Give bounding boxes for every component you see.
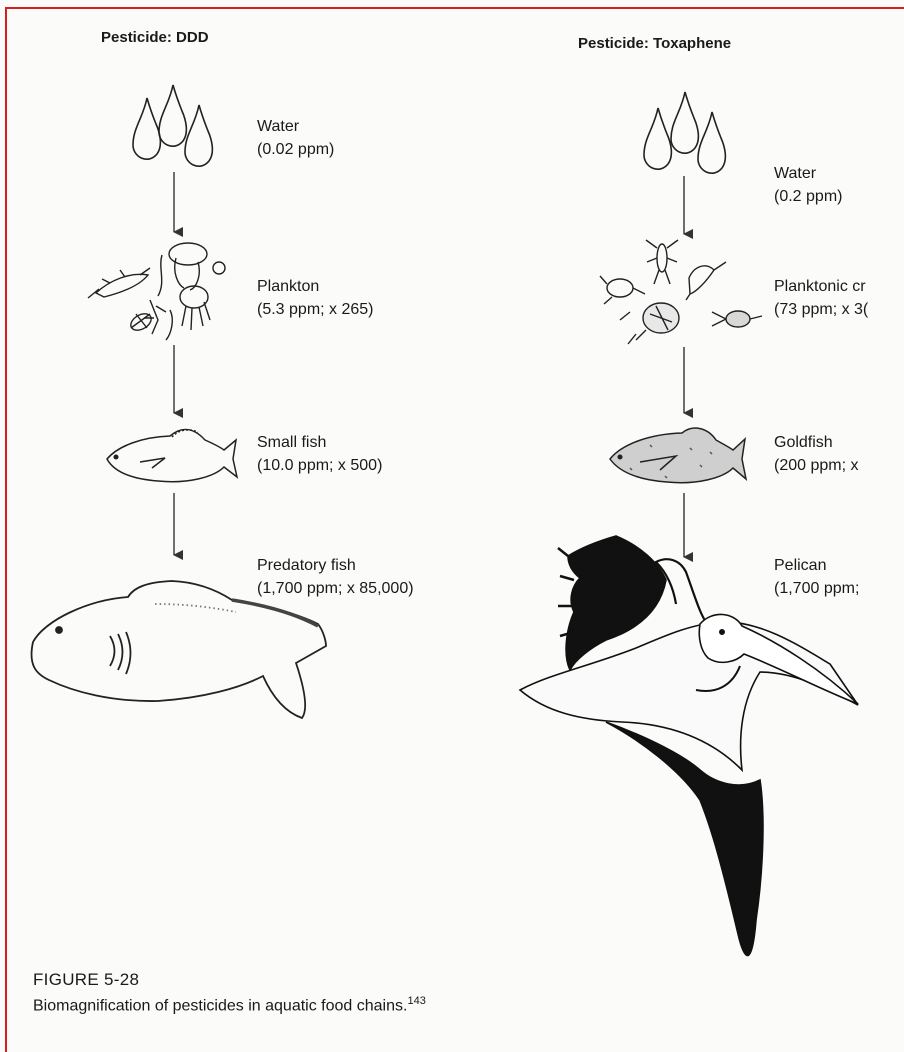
- figure-caption-text: Biomagnification of pesticides in aquati…: [33, 997, 407, 1014]
- goldfish-icon: [610, 428, 746, 483]
- right-stage-value-crustaceans: (73 ppm; x 3(: [774, 300, 868, 320]
- water-drops-icon-right: [644, 92, 725, 173]
- left-stage-value-predatory-fish: (1,700 ppm; x 85,000): [257, 579, 414, 599]
- right-stage-label-water: Water: [774, 164, 816, 184]
- left-stage-label-small-fish: Small fish: [257, 433, 326, 453]
- left-stage-label-predatory-fish: Predatory fish: [257, 556, 356, 576]
- left-chain-heading: Pesticide: DDD: [101, 29, 209, 47]
- left-stage-label-water: Water: [257, 117, 299, 137]
- right-stage-label-goldfish: Goldfish: [774, 433, 833, 453]
- predatory-fish-icon: [31, 581, 326, 718]
- figure-number: FIGURE 5-28: [33, 970, 139, 991]
- left-stage-value-small-fish: (10.0 ppm; x 500): [257, 456, 382, 476]
- pelican-icon: [520, 536, 858, 956]
- right-chain-heading: Pesticide: Toxaphene: [578, 35, 731, 53]
- figure-caption: Biomagnification of pesticides in aquati…: [33, 995, 426, 1016]
- planktonic-crustaceans-icon: [600, 240, 762, 344]
- right-stage-value-goldfish: (200 ppm; x: [774, 456, 858, 476]
- small-fish-icon: [107, 429, 237, 481]
- right-stage-label-crustaceans: Planktonic cr: [774, 277, 866, 297]
- figure-caption-reference: 143: [407, 995, 425, 1007]
- plankton-icon: [88, 243, 225, 340]
- right-stage-label-pelican: Pelican: [774, 556, 826, 576]
- left-stage-value-plankton: (5.3 ppm; x 265): [257, 300, 374, 320]
- water-drops-icon-left: [133, 85, 212, 166]
- left-stage-value-water: (0.02 ppm): [257, 140, 334, 160]
- right-stage-value-water: (0.2 ppm): [774, 187, 842, 207]
- right-stage-value-pelican: (1,700 ppm;: [774, 579, 859, 599]
- left-stage-label-plankton: Plankton: [257, 277, 319, 297]
